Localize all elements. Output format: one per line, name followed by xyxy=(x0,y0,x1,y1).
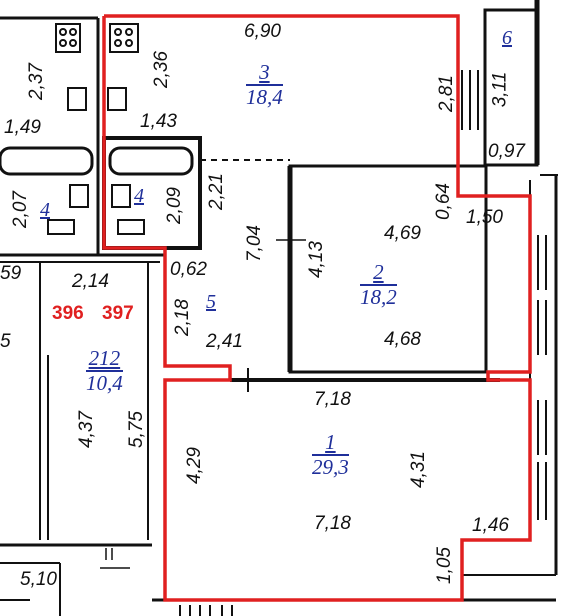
dim-label: 2,21 xyxy=(205,173,227,210)
dim-label: 1,50 xyxy=(466,207,503,228)
dim-label: 3,11 xyxy=(489,71,511,108)
dim-label: 4,31 xyxy=(407,451,429,488)
apartment-outline xyxy=(102,14,532,602)
room-link-4[interactable]: 4 xyxy=(134,185,144,207)
dim-label: 2,36 xyxy=(150,51,172,88)
room-number: 3 xyxy=(259,60,270,84)
dim-label: 6,90 xyxy=(244,21,281,42)
bathtub-icon xyxy=(0,146,194,176)
dim-label: 4,13 xyxy=(305,241,327,278)
dim-label: 2,81 xyxy=(435,75,457,112)
dim-label: 5,10 xyxy=(20,569,57,590)
room-label-2: 2 18,2 xyxy=(360,262,397,308)
windows xyxy=(179,70,547,616)
room-link-5[interactable]: 5 xyxy=(206,291,216,313)
room-area: 10,4 xyxy=(86,370,123,395)
dim-label: 7,04 xyxy=(243,225,265,262)
dim-label: 1,49 xyxy=(4,117,41,138)
dim-label: 1,05 xyxy=(433,547,455,584)
dim-label: 1,46 xyxy=(472,515,509,536)
room-label-212: 212 10,4 xyxy=(86,348,123,394)
dim-label: 7,18 xyxy=(314,513,351,534)
dim-label: 1,43 xyxy=(140,111,177,132)
dim-label: 2,14 xyxy=(72,271,109,292)
dim-label: 2,09 xyxy=(163,187,185,224)
dim-label: 4,69 xyxy=(384,223,421,244)
dimension-lines xyxy=(100,239,306,569)
flat-number-right: 397 xyxy=(102,303,134,324)
room-area: 18,4 xyxy=(246,84,283,109)
dim-label: 2,07 xyxy=(9,191,31,228)
dim-label: 2,41 xyxy=(206,331,243,352)
dim-label: 5,75 xyxy=(125,411,147,448)
dim-label: 4,29 xyxy=(183,447,205,484)
room-area: 29,3 xyxy=(312,454,349,479)
room-link-4[interactable]: 4 xyxy=(40,199,50,221)
room-area: 18,2 xyxy=(360,284,397,309)
dim-label: 0,97 xyxy=(488,141,525,162)
dim-label: 59 xyxy=(0,263,22,284)
dim-label: 4,37 xyxy=(75,411,97,448)
dim-label: 2,18 xyxy=(171,299,193,336)
stove-icon xyxy=(109,23,139,53)
room-number: 2 xyxy=(373,260,384,284)
dim-label: 0,64 xyxy=(432,183,454,220)
dim-label: 7,18 xyxy=(314,389,351,410)
room-label-1: 1 29,3 xyxy=(312,432,349,478)
room-number: 212 xyxy=(88,346,121,370)
room-number: 1 xyxy=(325,430,336,454)
flat-number-left: 396 xyxy=(52,303,84,324)
room-label-3: 3 18,4 xyxy=(246,62,283,108)
dim-label: 5 xyxy=(0,331,11,352)
room-link-6[interactable]: 6 xyxy=(502,27,512,49)
dim-label: 2,37 xyxy=(25,63,47,100)
dim-label: 0,62 xyxy=(170,259,207,280)
dim-label: 4,68 xyxy=(384,329,421,350)
toilet-icon xyxy=(47,87,145,235)
stove-icon xyxy=(55,23,81,53)
